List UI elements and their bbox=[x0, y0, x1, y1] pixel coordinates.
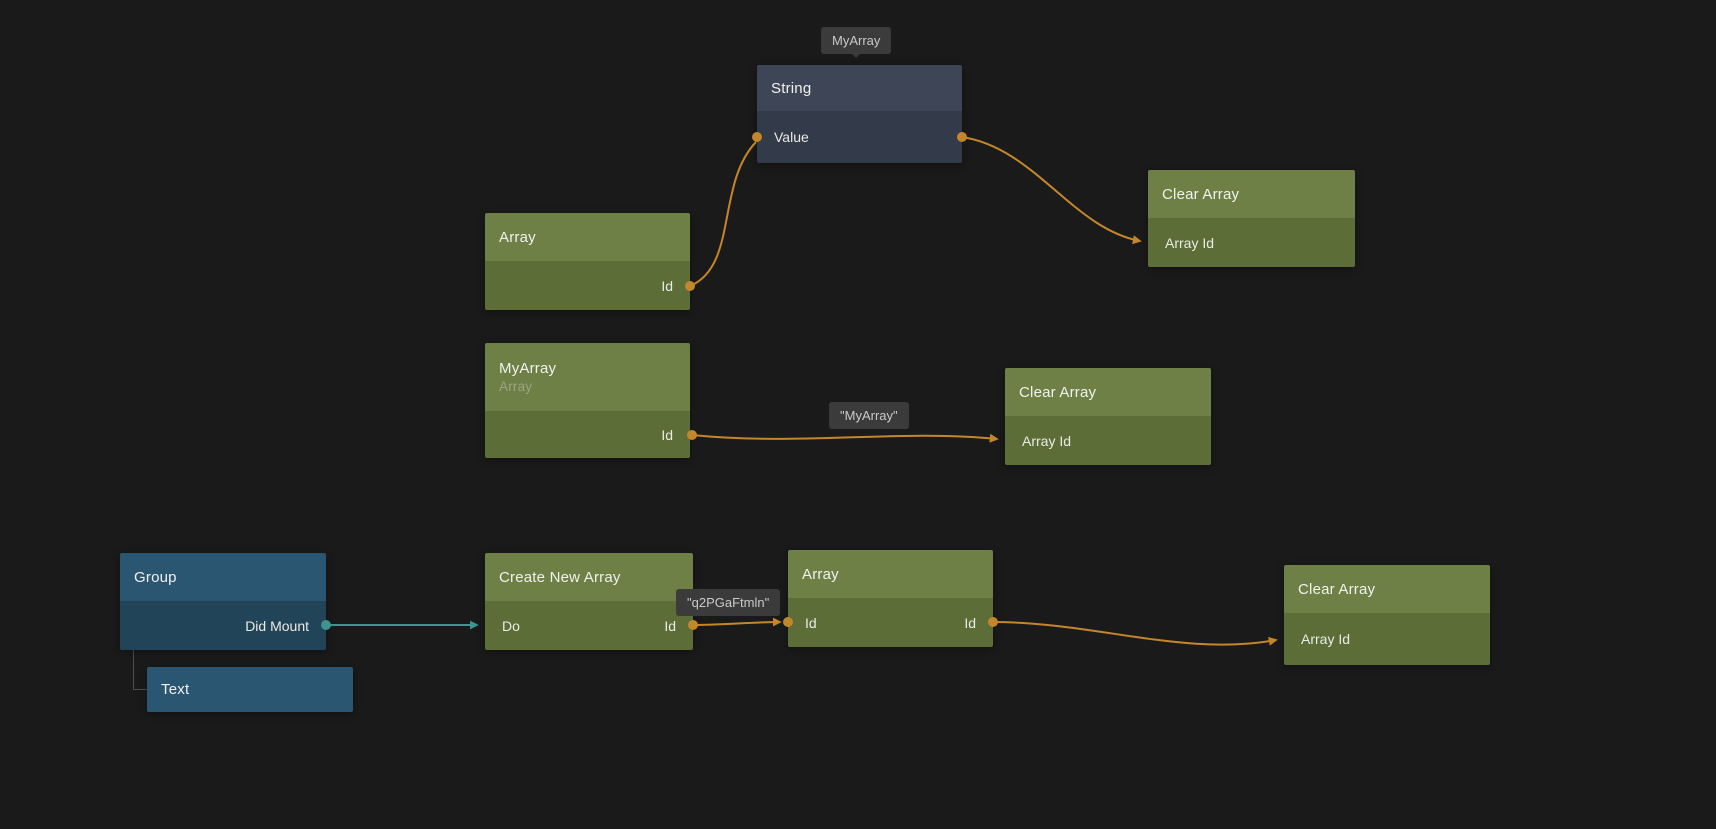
node-create-new-array-ports: Do Id bbox=[485, 601, 693, 650]
port-array-id-input[interactable]: Array Id bbox=[1022, 432, 1072, 449]
node-text-header: Text bbox=[147, 667, 353, 712]
node-title: Array bbox=[499, 228, 536, 246]
port-did-mount-output[interactable]: Did Mount bbox=[245, 617, 309, 634]
node-array-top-ports: Id bbox=[485, 261, 690, 310]
node-clear-array-bottom-ports: Array Id bbox=[1284, 613, 1490, 665]
node-clear-array-middle-ports: Array Id bbox=[1005, 416, 1211, 465]
node-clear-array-top-ports: Array Id bbox=[1148, 218, 1355, 267]
node-create-new-array[interactable]: Create New Array Do Id bbox=[485, 553, 693, 650]
node-group[interactable]: Group Did Mount bbox=[120, 553, 326, 650]
node-array-top[interactable]: Array Id bbox=[485, 213, 690, 310]
node-clear-array-middle[interactable]: Clear Array Array Id bbox=[1005, 368, 1211, 465]
wire-array-to-string[interactable] bbox=[689, 141, 757, 287]
connection-value-label-created-id[interactable]: "q2PGaFtmln" bbox=[676, 589, 781, 616]
node-string[interactable]: String Value bbox=[757, 65, 962, 163]
node-subtitle: Array bbox=[499, 379, 533, 394]
port-id-input[interactable]: Id bbox=[805, 614, 817, 631]
node-array-bottom-ports: Id Id bbox=[788, 598, 993, 647]
node-string-ports: Value bbox=[757, 111, 962, 163]
node-text[interactable]: Text bbox=[147, 667, 353, 712]
node-title: Create New Array bbox=[499, 568, 621, 586]
port-array-id-input[interactable]: Array Id bbox=[1301, 631, 1351, 647]
node-label-text: MyArray bbox=[832, 33, 881, 48]
node-title: String bbox=[771, 79, 812, 97]
node-clear-array-top[interactable]: Clear Array Array Id bbox=[1148, 170, 1355, 267]
node-clear-array-bottom-header: Clear Array bbox=[1284, 565, 1490, 613]
node-array-top-header: Array bbox=[485, 213, 690, 261]
node-title: Array bbox=[802, 565, 839, 583]
node-title: Clear Array bbox=[1162, 185, 1240, 203]
wire-string-to-clear-array[interactable] bbox=[961, 136, 1142, 245]
node-array-bottom[interactable]: Array Id Id bbox=[788, 550, 993, 647]
node-title: Clear Array bbox=[1298, 580, 1376, 598]
hierarchy-connector bbox=[133, 650, 147, 690]
node-title: Clear Array bbox=[1019, 383, 1097, 401]
port-id-output[interactable]: Id bbox=[964, 614, 976, 631]
node-clear-array-middle-header: Clear Array bbox=[1005, 368, 1211, 416]
port-do-input[interactable]: Do bbox=[502, 617, 520, 634]
node-myarray[interactable]: MyArray Array Id bbox=[485, 343, 690, 458]
node-title: MyArray bbox=[499, 360, 557, 377]
node-title: Group bbox=[134, 568, 177, 586]
port-id-output[interactable]: Id bbox=[661, 426, 673, 443]
node-clear-array-bottom[interactable]: Clear Array Array Id bbox=[1284, 565, 1490, 665]
port-array-id-input[interactable]: Array Id bbox=[1165, 234, 1215, 251]
port-id-output[interactable]: Id bbox=[664, 617, 676, 634]
node-myarray-ports: Id bbox=[485, 411, 690, 458]
node-create-new-array-header: Create New Array bbox=[485, 553, 693, 601]
node-label-badge: MyArray bbox=[821, 27, 892, 58]
port-id-output[interactable]: Id bbox=[661, 277, 673, 294]
wire-array-to-clear-array-bottom[interactable] bbox=[992, 621, 1278, 646]
connection-value-text: "q2PGaFtmln" bbox=[687, 595, 770, 610]
connection-value-label-myarray[interactable]: "MyArray" bbox=[829, 402, 909, 429]
port-value-input[interactable]: Value bbox=[774, 129, 809, 145]
connection-value-text: "MyArray" bbox=[840, 408, 898, 423]
wire-create-new-array-to-array[interactable] bbox=[692, 617, 782, 627]
node-string-header: String bbox=[757, 65, 962, 111]
node-array-bottom-header: Array bbox=[788, 550, 993, 598]
node-group-header: Group bbox=[120, 553, 326, 601]
node-group-ports: Did Mount bbox=[120, 601, 326, 650]
node-myarray-header: MyArray Array bbox=[485, 343, 690, 411]
node-title: Text bbox=[161, 681, 190, 698]
node-clear-array-top-header: Clear Array bbox=[1148, 170, 1355, 218]
wire-myarray-to-clear-array[interactable] bbox=[691, 433, 999, 443]
